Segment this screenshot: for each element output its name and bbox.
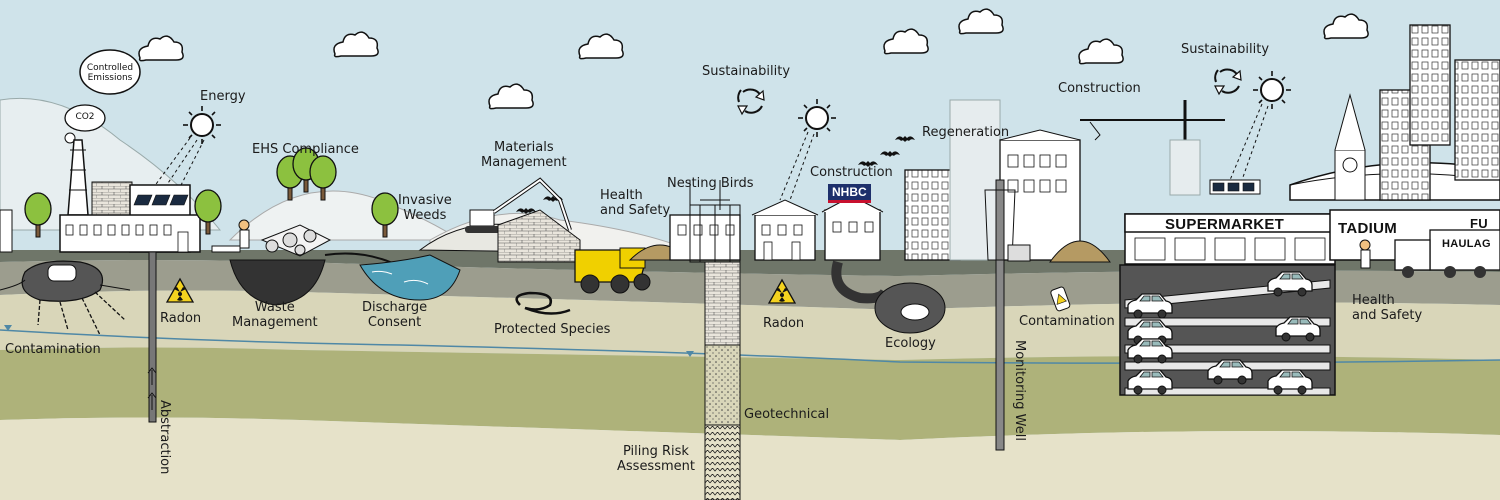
label-piling-risk-assessment: Piling Risk Assessment bbox=[617, 444, 695, 474]
label-monitoring-well: Monitoring Well bbox=[1012, 340, 1027, 441]
label-health-and-safety-2: Health and Safety bbox=[1352, 293, 1423, 323]
truck-sign-fu: FU bbox=[1470, 216, 1488, 231]
label-controlled-emissions: Controlled Emissions bbox=[86, 63, 134, 83]
label-materials-management: Materials Management bbox=[481, 140, 567, 170]
label-contamination-1: Contamination bbox=[5, 342, 101, 357]
supermarket-sign: SUPERMARKET bbox=[1165, 216, 1285, 233]
label-co2: CO2 bbox=[75, 112, 95, 122]
label-energy: Energy bbox=[200, 89, 246, 104]
label-regeneration: Regeneration bbox=[922, 125, 1010, 140]
label-construction-1: Construction bbox=[810, 165, 893, 180]
label-invasive-weeds: Invasive Weeds bbox=[398, 193, 452, 223]
label-construction-2: Construction bbox=[1058, 81, 1141, 96]
label-health-and-safety-1: Health and Safety bbox=[600, 188, 671, 218]
label-contamination-2: Contamination bbox=[1019, 314, 1115, 329]
nhbc-logo: NHBC bbox=[828, 184, 871, 203]
label-sustainability-2: Sustainability bbox=[1181, 42, 1270, 57]
label-ecology: Ecology bbox=[885, 336, 936, 351]
label-waste-management: Waste Management bbox=[232, 300, 318, 330]
stadium-sign: TADIUM bbox=[1338, 220, 1398, 237]
label-nesting-birds: Nesting Birds bbox=[667, 176, 754, 191]
truck-sign-haulage: HAULAG bbox=[1442, 238, 1491, 250]
label-abstraction: Abstraction bbox=[157, 400, 172, 475]
label-ehs-compliance: EHS Compliance bbox=[252, 142, 359, 157]
label-sustainability-1: Sustainability bbox=[702, 64, 791, 79]
label-protected-species: Protected Species bbox=[494, 322, 611, 337]
label-geotechnical: Geotechnical bbox=[744, 407, 830, 422]
label-discharge-consent: Discharge Consent bbox=[362, 300, 428, 330]
label-radon-2: Radon bbox=[763, 316, 805, 331]
label-radon-1: Radon bbox=[160, 311, 202, 326]
